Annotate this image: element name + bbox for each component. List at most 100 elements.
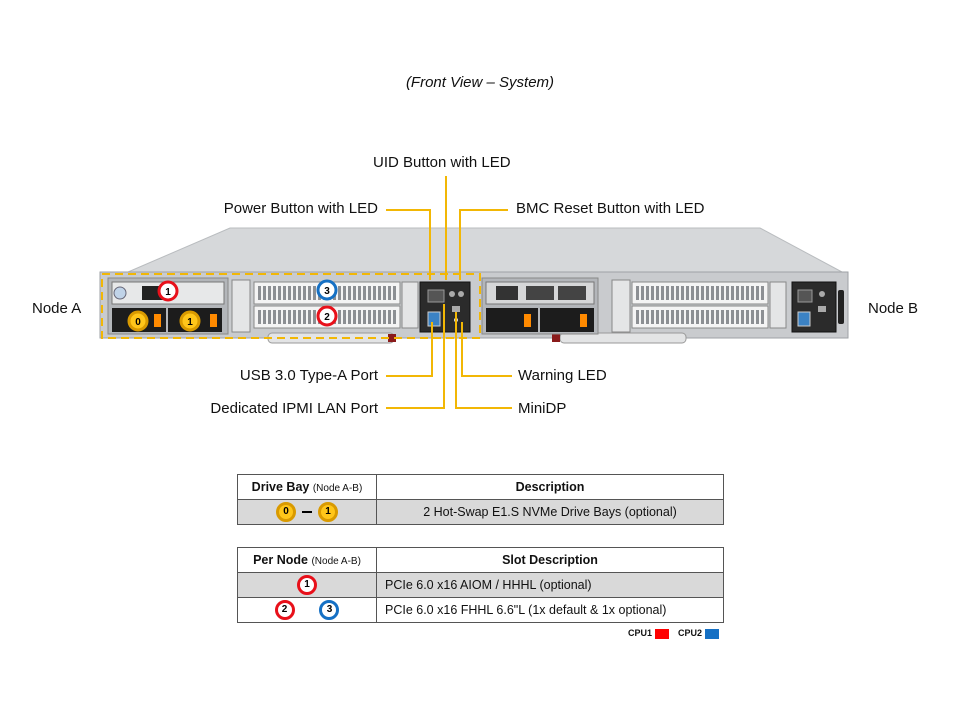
grille-slot [288, 286, 291, 300]
table-row: 2 3 PCIe 6.0 x16 FHHL 6.6"L (1x default … [237, 597, 724, 623]
grille-slot [298, 310, 301, 324]
grille-slot [343, 286, 346, 300]
grille-slot [383, 286, 386, 300]
grille-slot [263, 286, 266, 300]
drive-bay-description: 2 Hot-Swap E1.S NVMe Drive Bays (optiona… [376, 499, 724, 525]
grille-slot [636, 286, 639, 300]
grille-slot [671, 310, 674, 324]
figure-caption: (Front View – System) [405, 74, 555, 91]
node-b-handle [838, 290, 844, 324]
slot-2-3-description: PCIe 6.0 x16 FHHL 6.6"L (1x default & 1x… [376, 597, 724, 623]
grille-slot [716, 310, 719, 324]
badge-slot-3: 3 [319, 600, 340, 620]
label-warning-led: Warning LED [518, 367, 607, 384]
grille-slot [278, 310, 281, 324]
node-b-grille-pattern [636, 286, 764, 324]
node-b-minidp [818, 306, 826, 312]
node-a-aiom-icon [113, 286, 127, 300]
grille-slot [363, 310, 366, 324]
grille-slot [393, 310, 396, 324]
grille-slot [651, 310, 654, 324]
node-b-slot-bracket [769, 281, 787, 329]
leader-ipmi [386, 304, 445, 409]
callout-bay-1-text: 1 [187, 317, 193, 328]
grille-slot [646, 286, 649, 300]
node-b-bay-0-latch [524, 314, 531, 327]
grille-slot [741, 286, 744, 300]
badge-slot-1: 1 [297, 575, 317, 595]
chassis-top [127, 227, 843, 273]
grille-slot [751, 310, 754, 324]
grille-slot [756, 286, 759, 300]
node-a-ipmi-port [427, 289, 445, 303]
grille-slot [656, 310, 659, 324]
callout-bay-0: 0 [127, 310, 149, 332]
dash [302, 511, 312, 513]
label-node-a: Node A [32, 300, 82, 317]
grille-slot [313, 310, 316, 324]
label-ipmi-port: Dedicated IPMI LAN Port [210, 400, 378, 417]
node-a-ear [231, 279, 251, 333]
grille-slot [268, 310, 271, 324]
grille-slot [666, 310, 669, 324]
label-usb-port: USB 3.0 Type-A Port [239, 367, 378, 384]
grille-slot [348, 286, 351, 300]
badge-slot-2: 2 [274, 600, 295, 620]
grille-slot [368, 310, 371, 324]
node-b-aiom-port-b [526, 286, 554, 300]
grille-slot [671, 286, 674, 300]
callout-slot-3-text: 3 [324, 286, 330, 297]
grille-slot [691, 310, 694, 324]
slot-1-description: PCIe 6.0 x16 AIOM / HHHL (optional) [376, 572, 724, 598]
drive-bay-description-header: Description [376, 474, 724, 500]
grille-slot [378, 286, 381, 300]
node-b-bay-1-latch [580, 314, 587, 327]
callout-slot-1-text: 1 [165, 287, 171, 298]
legend-cpu1-swatch [655, 628, 670, 639]
slot-description-header: Slot Description [376, 547, 724, 573]
slot-2-3-badges: 2 3 [237, 597, 377, 623]
node-b-ipmi-port [797, 289, 813, 303]
grille-slot [278, 286, 281, 300]
grille-slot [721, 286, 724, 300]
badge-bay-0: 0 [276, 502, 296, 522]
grille-slot [383, 310, 386, 324]
node-b-ear [611, 279, 631, 333]
grille-slot [706, 286, 709, 300]
grille-slot [691, 286, 694, 300]
grille-slot [258, 310, 261, 324]
grille-slot [343, 310, 346, 324]
grille-slot [308, 286, 311, 300]
grille-slot [696, 310, 699, 324]
label-bmc-reset: BMC Reset Button with LED [516, 200, 705, 217]
grille-slot [641, 286, 644, 300]
table-row: 1 PCIe 6.0 x16 AIOM / HHHL (optional) [237, 572, 724, 598]
grille-slot [303, 286, 306, 300]
node-a-slot-bracket [401, 281, 419, 329]
slot-header: Per Node (Node A-B) [237, 547, 377, 573]
legend-cpu2-swatch [705, 628, 720, 639]
node-a-highlight [101, 273, 481, 339]
label-uid-button: UID Button with LED [373, 154, 511, 171]
latch-left [388, 334, 396, 342]
node-b-aiom-port-a [496, 286, 518, 300]
grille-slot [393, 286, 396, 300]
grille-slot [363, 286, 366, 300]
grille-slot [761, 310, 764, 324]
grille-slot [338, 286, 341, 300]
grille-slot [358, 310, 361, 324]
grille-slot [273, 310, 276, 324]
callout-slot-2: 2 [316, 305, 338, 327]
grille-slot [283, 310, 286, 324]
grille-slot [681, 310, 684, 324]
grille-slot [258, 286, 261, 300]
grille-slot [288, 310, 291, 324]
grille-slot [661, 286, 664, 300]
node-a-bay-1-latch [210, 314, 217, 327]
leader-minidp [455, 312, 512, 409]
grille-slot [636, 310, 639, 324]
grille-slot [741, 310, 744, 324]
